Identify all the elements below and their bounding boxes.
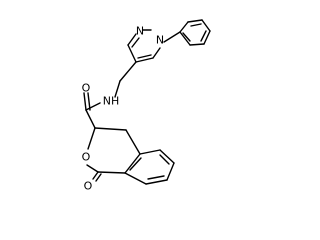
lactone-oxygen-label: O (84, 180, 93, 193)
pyrazole-ch2-bond (119, 61, 137, 82)
phenyl-ring (179, 19, 211, 46)
ring-oxygen-label: O (82, 151, 91, 164)
lactone-carbonyl-bond-b (95, 173, 102, 182)
lactone-ring (86, 127, 141, 174)
amide-carbonyl-bond-a (83, 92, 87, 111)
pyrazole-n2-label: N (136, 25, 144, 38)
phenyl-n1-bond (163, 31, 181, 43)
pyrazole-n1-label: N (156, 34, 164, 47)
amide-c3-bond (85, 109, 96, 129)
pyrazole-ring (127, 29, 161, 63)
molecule-structure-diagram: N N NH O O O (82, 19, 211, 193)
amide-carbonyl-bond-b (87, 92, 91, 111)
nh-amide-carbon-bond (85, 102, 101, 111)
amide-nh-label: NH (103, 95, 120, 108)
lactone-carbonyl-bond-a (92, 171, 99, 180)
benzo-ring (124, 149, 175, 185)
ch2-nh-bond (114, 80, 121, 98)
amide-oxygen-label: O (82, 82, 91, 95)
